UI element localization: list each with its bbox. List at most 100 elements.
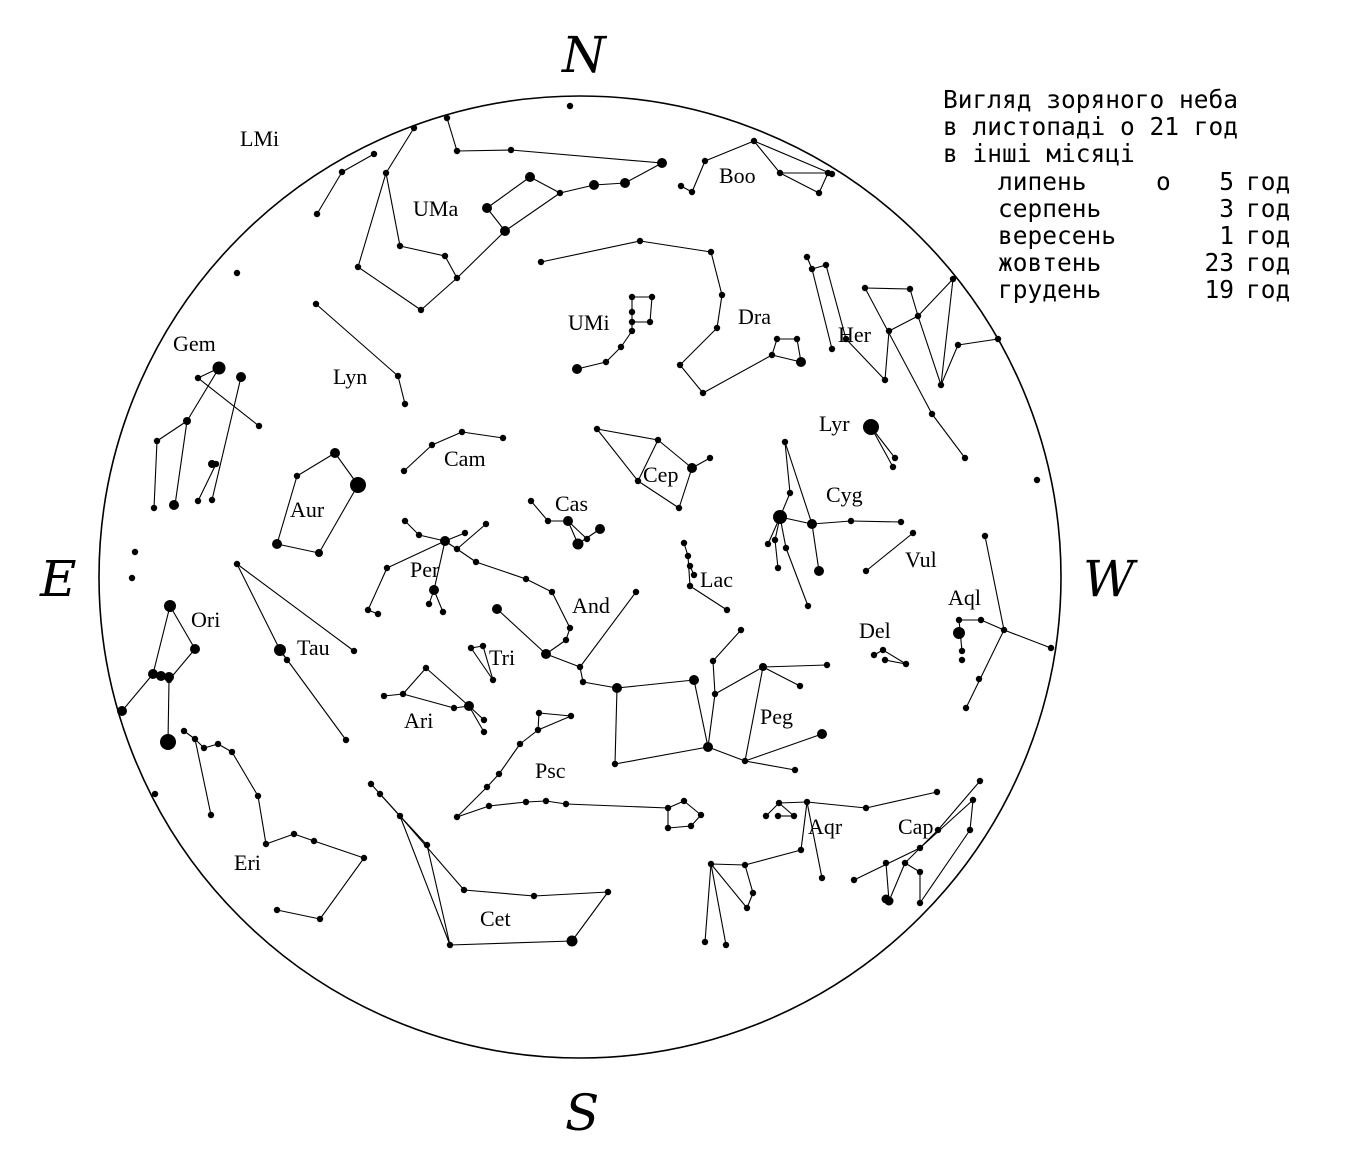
star xyxy=(803,253,811,261)
constellation-line-cep xyxy=(637,439,659,482)
caption: Вигляд зоряного неба в листопаді о 21 го… xyxy=(943,85,1290,304)
constellation-line-umi xyxy=(620,330,633,348)
label-psc: Psc xyxy=(535,758,566,783)
constellation-line-uma xyxy=(504,192,561,232)
constellation-line-cam xyxy=(431,431,463,446)
constellation-line-uma xyxy=(420,277,458,311)
star xyxy=(741,861,749,869)
star xyxy=(374,610,382,618)
constellation-line-aur xyxy=(276,543,320,554)
star xyxy=(793,335,801,343)
bright-star xyxy=(183,417,191,425)
star xyxy=(150,504,158,512)
star xyxy=(382,169,390,177)
constellation-line-gem xyxy=(211,376,242,501)
star xyxy=(450,704,458,712)
constellation-line-lac xyxy=(689,585,728,611)
constellation-line-peg xyxy=(693,679,709,748)
constellation-line-dra xyxy=(540,240,641,263)
constellation-line-psc xyxy=(537,715,572,731)
star xyxy=(870,651,878,659)
constellation-line-psc xyxy=(488,801,527,807)
star xyxy=(1033,476,1041,484)
star xyxy=(400,467,408,475)
constellation-line-her xyxy=(917,315,942,386)
star xyxy=(410,124,418,132)
constellation-line-ari xyxy=(402,693,455,709)
star xyxy=(885,327,893,335)
constellation-line-cet xyxy=(399,815,428,846)
bright-star xyxy=(148,669,158,679)
star xyxy=(782,544,790,552)
star xyxy=(200,744,208,752)
star xyxy=(928,410,936,418)
star xyxy=(909,529,917,537)
constellation-line-aqr xyxy=(704,863,712,943)
star xyxy=(534,726,542,734)
star xyxy=(722,941,730,949)
star xyxy=(611,760,619,768)
constellation-line-eri xyxy=(231,751,259,797)
star xyxy=(428,441,436,449)
constellation-labels: LMi UMa Boo UMi Dra Her Gem Lyn Lyr Cam … xyxy=(173,126,981,931)
constellation-line-umi xyxy=(649,296,653,323)
month-unit: год xyxy=(1246,194,1290,223)
constellation-line-boo xyxy=(779,172,820,194)
constellation-line-tau xyxy=(279,649,347,741)
star xyxy=(499,434,507,442)
bright-star xyxy=(814,566,824,576)
star xyxy=(701,938,709,946)
star xyxy=(367,780,375,788)
star xyxy=(822,261,830,269)
star xyxy=(713,324,721,332)
constellation-line-ori xyxy=(152,605,171,675)
star xyxy=(228,748,236,756)
constellation-line-per xyxy=(456,548,477,563)
bright-star xyxy=(541,649,551,659)
star xyxy=(686,562,694,570)
constellation-line-and xyxy=(551,591,571,629)
constellation-line-per xyxy=(367,567,388,611)
label-eri: Eri xyxy=(234,850,261,875)
month-name: серпень xyxy=(998,194,1101,223)
constellation-line-cyg xyxy=(785,547,809,607)
constellation-line-peg xyxy=(712,629,742,662)
star xyxy=(151,790,159,798)
star xyxy=(530,892,538,900)
star xyxy=(617,343,625,351)
label-del: Del xyxy=(859,618,891,643)
star xyxy=(364,606,372,614)
star xyxy=(743,904,751,912)
constellation-line-aqr xyxy=(778,801,808,804)
star xyxy=(467,644,475,652)
star xyxy=(937,381,945,389)
star xyxy=(646,318,654,326)
constellation-line-psc xyxy=(565,803,669,809)
star xyxy=(350,647,358,655)
constellation-line-psc xyxy=(498,743,521,775)
constellation-line-aqr xyxy=(710,863,727,946)
constellation-line-cap xyxy=(919,829,971,904)
label-lyr: Lyr xyxy=(819,411,850,436)
star xyxy=(906,285,914,293)
constellation-line-aqr xyxy=(806,801,867,809)
star xyxy=(741,757,749,765)
constellation-line-eri xyxy=(265,833,295,845)
constellation-line-aqr xyxy=(744,864,754,894)
star xyxy=(969,796,977,804)
bright-star xyxy=(330,448,340,458)
month-hour: 19 xyxy=(1204,275,1234,304)
star xyxy=(628,308,636,316)
star xyxy=(537,258,545,266)
star xyxy=(680,539,688,547)
month-unit: год xyxy=(1246,248,1290,277)
constellation-line-psc xyxy=(525,800,547,803)
bright-star xyxy=(169,500,179,510)
star xyxy=(955,616,963,624)
star xyxy=(628,318,636,326)
bright-star xyxy=(595,524,605,534)
constellation-line-her xyxy=(940,278,954,386)
star xyxy=(815,189,823,197)
constellation-line-her xyxy=(884,330,890,381)
